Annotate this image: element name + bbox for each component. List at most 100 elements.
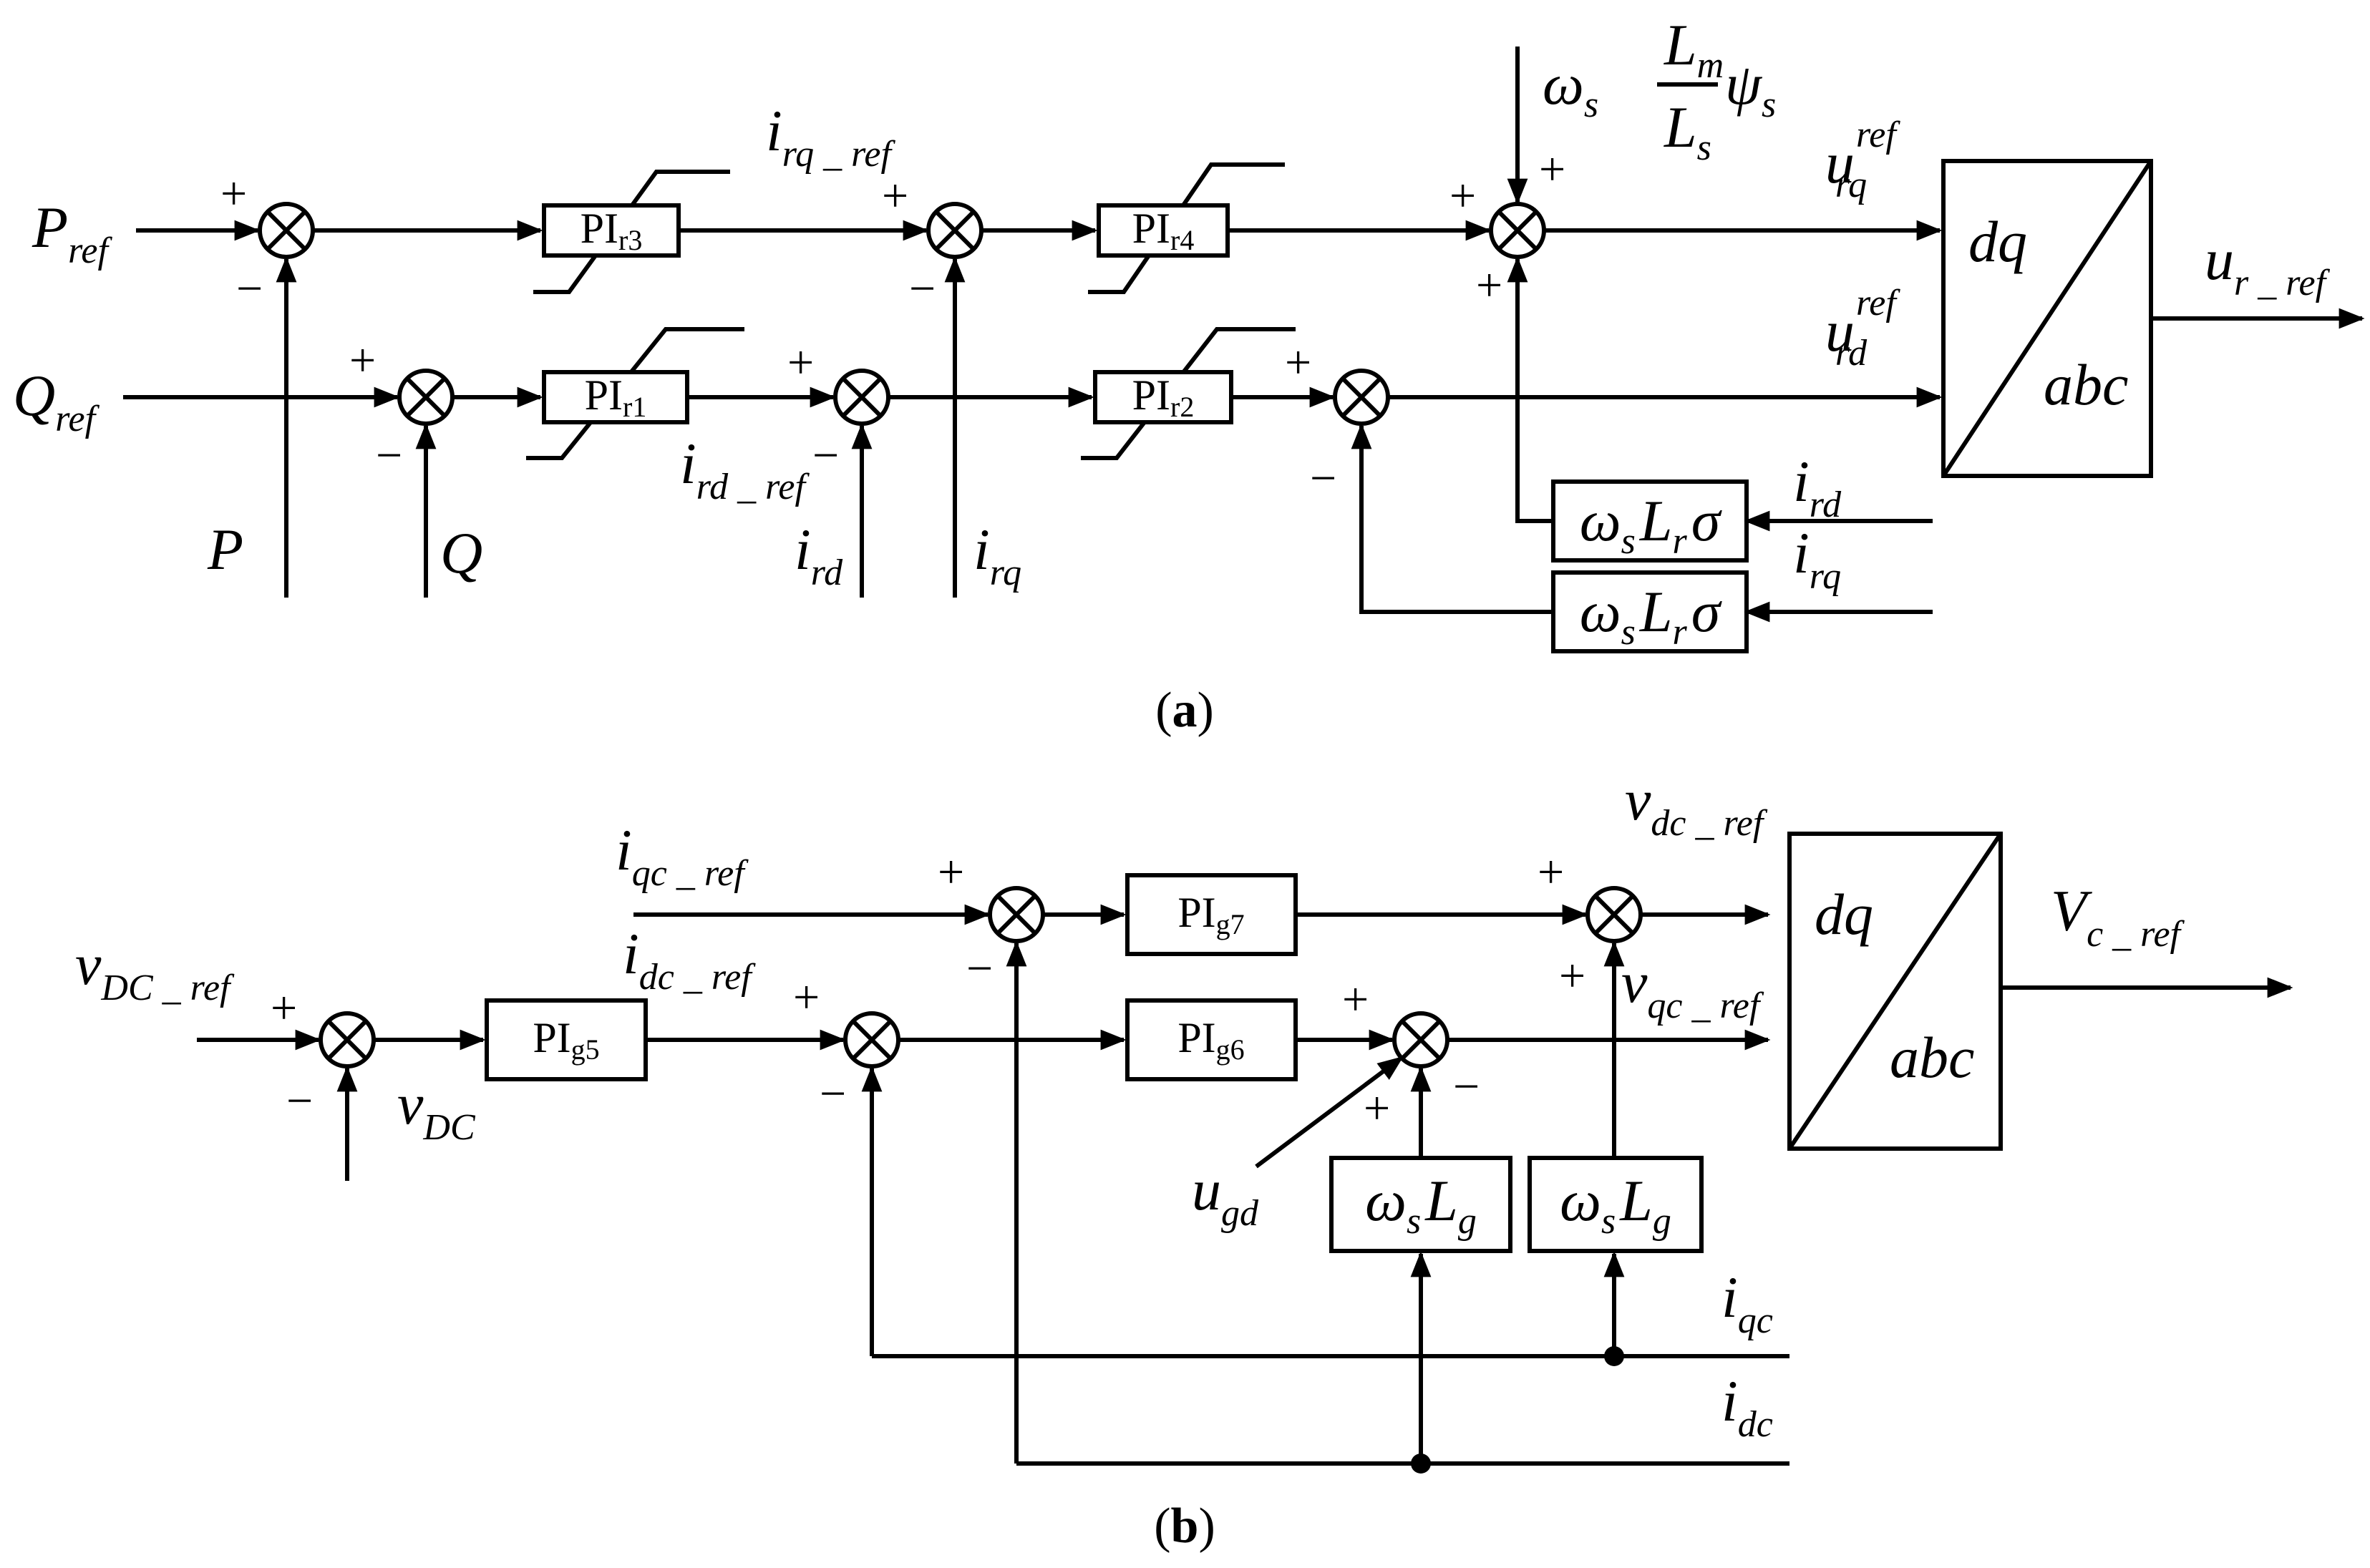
svg-text:−: − <box>1453 1061 1480 1113</box>
i-qc-ref-label: iqc _ ref <box>616 817 749 894</box>
junction-dot-iqc <box>1604 1346 1624 1366</box>
u-gd-label: ugd <box>1192 1157 1259 1234</box>
v-c-ref-label: Vc _ ref <box>2051 878 2185 955</box>
svg-text:+: + <box>1539 143 1565 195</box>
svg-text:dq: dq <box>1815 882 1873 947</box>
q-ref-label: Qref <box>13 363 100 439</box>
junction-dot-idc <box>1411 1453 1431 1474</box>
sum-junction-ird <box>833 369 890 426</box>
sum-junction-reactive <box>397 369 455 426</box>
v-dc-ref-output-label: vdc _ ref <box>1625 767 1768 844</box>
feedforward-label: ωs Lm Ls ψs <box>1543 12 1776 168</box>
svg-text:+: + <box>882 170 908 222</box>
svg-text:+: + <box>1342 973 1369 1026</box>
sum-junction-vdc <box>319 1011 376 1068</box>
i-rq-feedback-label: irq <box>1793 520 1841 597</box>
svg-text:ωsLg: ωsLg <box>1560 1168 1671 1242</box>
svg-text:−: − <box>909 263 936 315</box>
svg-text:abc: abc <box>1890 1025 1974 1090</box>
dq-abc-transform-b: dq abc <box>1787 832 2003 1151</box>
svg-text:+: + <box>1285 336 1311 389</box>
i-rd-input-label: ird <box>795 517 843 593</box>
svg-text:ωsLrσ: ωsLrσ <box>1580 488 1723 562</box>
decouple-lower-feedback <box>1351 423 1553 614</box>
sum-junction-vqc-out <box>1392 1011 1449 1068</box>
sum-junction-irq <box>926 202 984 259</box>
i-rd-ref-label: ird _ ref <box>680 431 810 507</box>
i-dc-label: idc <box>1721 1368 1773 1445</box>
svg-text:−: − <box>966 943 993 995</box>
v-dc-label: vDC <box>397 1071 476 1148</box>
i-rq-ref-label: irq _ ref <box>766 98 895 175</box>
p-ref-label: Pref <box>31 195 112 271</box>
decoupling-block-upper: ωsLrσ <box>1551 479 1749 563</box>
svg-text:PIg6: PIg6 <box>1177 1014 1244 1066</box>
caption-b: (b) <box>1154 1499 1215 1554</box>
svg-text:+: + <box>1476 259 1502 311</box>
svg-text:+: + <box>793 971 820 1023</box>
svg-text:PIr4: PIr4 <box>1132 205 1195 256</box>
svg-text:+: + <box>349 334 376 386</box>
sum-junction-urd <box>1333 369 1390 426</box>
svg-text:+: + <box>220 167 247 220</box>
u-gd-line <box>1255 1056 1404 1169</box>
caption-a: (a) <box>1155 683 1214 738</box>
svg-text:+: + <box>1449 170 1476 222</box>
svg-text:+: + <box>271 982 297 1034</box>
sum-junction-urq <box>1489 202 1546 259</box>
svg-text:+: + <box>1364 1082 1390 1134</box>
q-label: Q <box>440 520 482 585</box>
svg-text:PIg7: PIg7 <box>1177 889 1244 940</box>
sum-junction-vdc-out <box>1585 886 1643 943</box>
svg-text:ωs: ωs <box>1543 52 1598 125</box>
svg-text:Ls: Ls <box>1664 94 1711 168</box>
pi-r1-block: PIr1 <box>526 327 744 460</box>
sum-junction-idc <box>843 1011 900 1068</box>
pi-r4-block: PIr4 <box>1088 162 1285 294</box>
i-rd-feedback-label: ird <box>1793 449 1842 525</box>
svg-text:−: − <box>376 429 402 482</box>
dq-abc-transform-a: dq abc <box>1941 159 2153 478</box>
sum-junction-iqc <box>988 886 1045 943</box>
panel-a: PIr3 PIr4 PIr1 PIr2 <box>13 12 2365 738</box>
svg-text:dq: dq <box>1968 209 2027 274</box>
omega-lg-block-right: ωsLg <box>1528 1156 1704 1253</box>
v-dc-ref-label: vDC _ ref <box>75 932 235 1008</box>
pi-r2-block: PIr2 <box>1081 327 1296 460</box>
svg-text:abc: abc <box>2044 352 2128 417</box>
pi-g5-block: PIg5 <box>485 998 648 1081</box>
v-qc-ref-label: vqc _ ref <box>1621 950 1764 1026</box>
pi-g7-block: PIg7 <box>1125 873 1298 956</box>
sum-junction-power <box>258 202 315 259</box>
svg-text:−: − <box>812 429 839 482</box>
svg-text:Lm: Lm <box>1664 12 1724 86</box>
decoupling-block-lower: ωsLrσ <box>1551 570 1749 653</box>
svg-text:ωsLg: ωsLg <box>1365 1168 1477 1242</box>
i-qc-label: iqc <box>1721 1265 1773 1341</box>
svg-text:ψs: ψs <box>1725 52 1776 125</box>
svg-text:+: + <box>1538 846 1564 898</box>
svg-text:PIr2: PIr2 <box>1132 371 1195 423</box>
svg-text:PIg5: PIg5 <box>533 1014 599 1066</box>
svg-text:−: − <box>236 263 263 315</box>
u-r-ref-label: ur _ ref <box>2205 227 2331 303</box>
svg-text:PIr1: PIr1 <box>585 371 647 423</box>
svg-text:−: − <box>1310 452 1336 505</box>
svg-text:+: + <box>1559 950 1585 1002</box>
i-rq-input-label: irq <box>973 517 1021 593</box>
omega-lg-block-left: ωsLg <box>1329 1156 1512 1253</box>
pi-r3-block: PIr3 <box>533 170 730 294</box>
pi-g6-block: PIg6 <box>1125 998 1298 1081</box>
i-dc-ref-label: idc _ ref <box>623 921 756 998</box>
svg-text:PIr3: PIr3 <box>581 205 643 256</box>
svg-text:+: + <box>938 846 964 898</box>
svg-text:ωsLrσ: ωsLrσ <box>1580 579 1723 653</box>
svg-text:−: − <box>820 1068 846 1120</box>
svg-text:+: + <box>787 336 814 389</box>
svg-text:−: − <box>286 1075 313 1127</box>
p-label: P <box>207 517 243 582</box>
panel-b: PIg5 PIg7 PIg6 ωsLg ωsLg <box>75 767 2293 1554</box>
